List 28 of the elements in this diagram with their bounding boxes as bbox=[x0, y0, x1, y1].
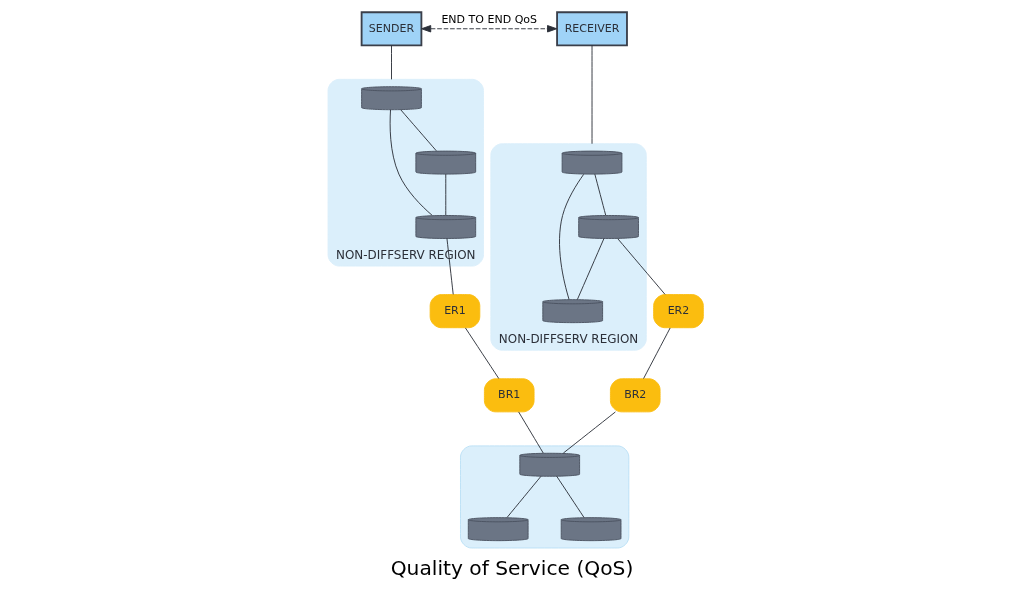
node-box: SENDER bbox=[360, 11, 423, 47]
connector bbox=[556, 475, 585, 518]
connector bbox=[617, 238, 666, 295]
connector bbox=[518, 411, 544, 454]
connector bbox=[465, 327, 500, 380]
connector bbox=[506, 475, 542, 518]
edge-label: END TO END QoS bbox=[441, 12, 538, 26]
node-box: ER1 bbox=[429, 294, 481, 329]
diagram-title: Quality of Service (QoS) bbox=[390, 556, 634, 581]
connector bbox=[562, 411, 616, 454]
node-box: BR2 bbox=[609, 378, 661, 413]
connector bbox=[559, 173, 585, 300]
cluster bbox=[460, 445, 630, 549]
connector bbox=[389, 109, 433, 216]
connector bbox=[591, 44, 593, 145]
node-box: RECEIVER bbox=[556, 11, 628, 47]
connector bbox=[576, 238, 605, 300]
arrow bbox=[421, 25, 558, 33]
connector bbox=[643, 327, 671, 380]
connector bbox=[400, 109, 437, 152]
cluster: NON-DIFFSERV REGION bbox=[490, 143, 647, 351]
cluster: NON-DIFFSERV REGION bbox=[327, 78, 484, 267]
connector bbox=[391, 44, 392, 80]
connector bbox=[594, 173, 607, 216]
connector bbox=[445, 173, 447, 216]
node-box: BR1 bbox=[483, 378, 535, 413]
connector bbox=[446, 238, 454, 295]
node-box: ER2 bbox=[653, 294, 704, 329]
